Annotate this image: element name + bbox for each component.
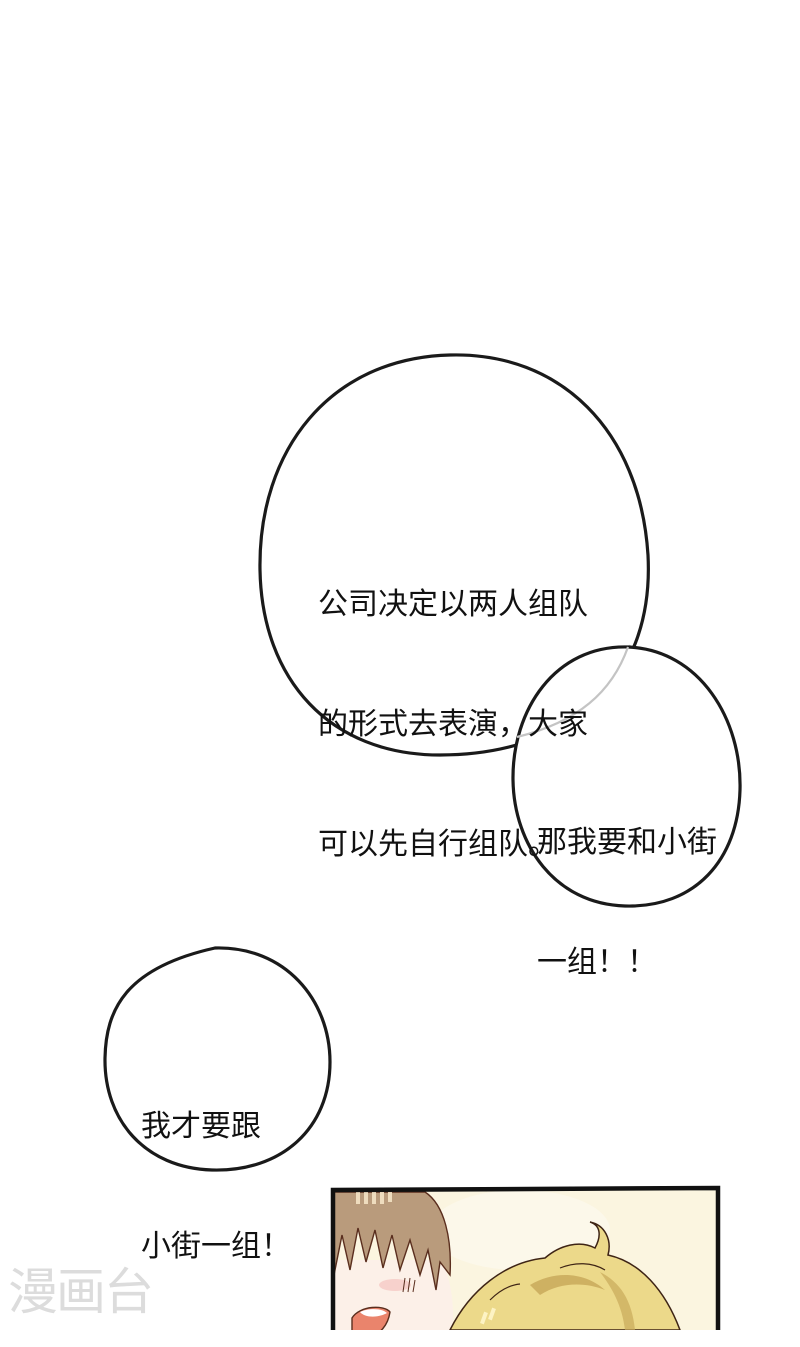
bubble-1-line-3: 可以先自行组队。 [318,827,558,862]
brown-haired-character-hair [333,1191,452,1291]
speech-bubble-3-text: 我才要跟 小街一组！ [141,1027,291,1347]
bubble-2-line-1: 那我要和小街 [537,825,717,860]
bubble-overlap-arc-inner [516,646,630,739]
watermark: 漫画台 [8,1263,154,1321]
bubble-3-line-2: 小街一组！ [141,1229,291,1264]
speech-bubble-3 [103,946,332,1172]
panel-border [330,1185,721,1330]
speech-bubble-2-text: 那我要和小街 一组！！ [537,743,717,1063]
bubble-1-line-1: 公司决定以两人组队 [318,587,588,622]
bubble-1-line-2: 的形式去表演，大家 [318,707,588,742]
speech-bubble-1-text: 公司决定以两人组队 的形式去表演，大家 可以先自行组队。 [318,505,588,945]
speech-bubble-2 [511,645,742,908]
comic-panel [330,1185,721,1330]
bubble-3-line-1: 我才要跟 [141,1109,261,1144]
bubble-2-line-2: 一组！！ [537,945,657,980]
speech-bubble-1 [258,353,650,757]
